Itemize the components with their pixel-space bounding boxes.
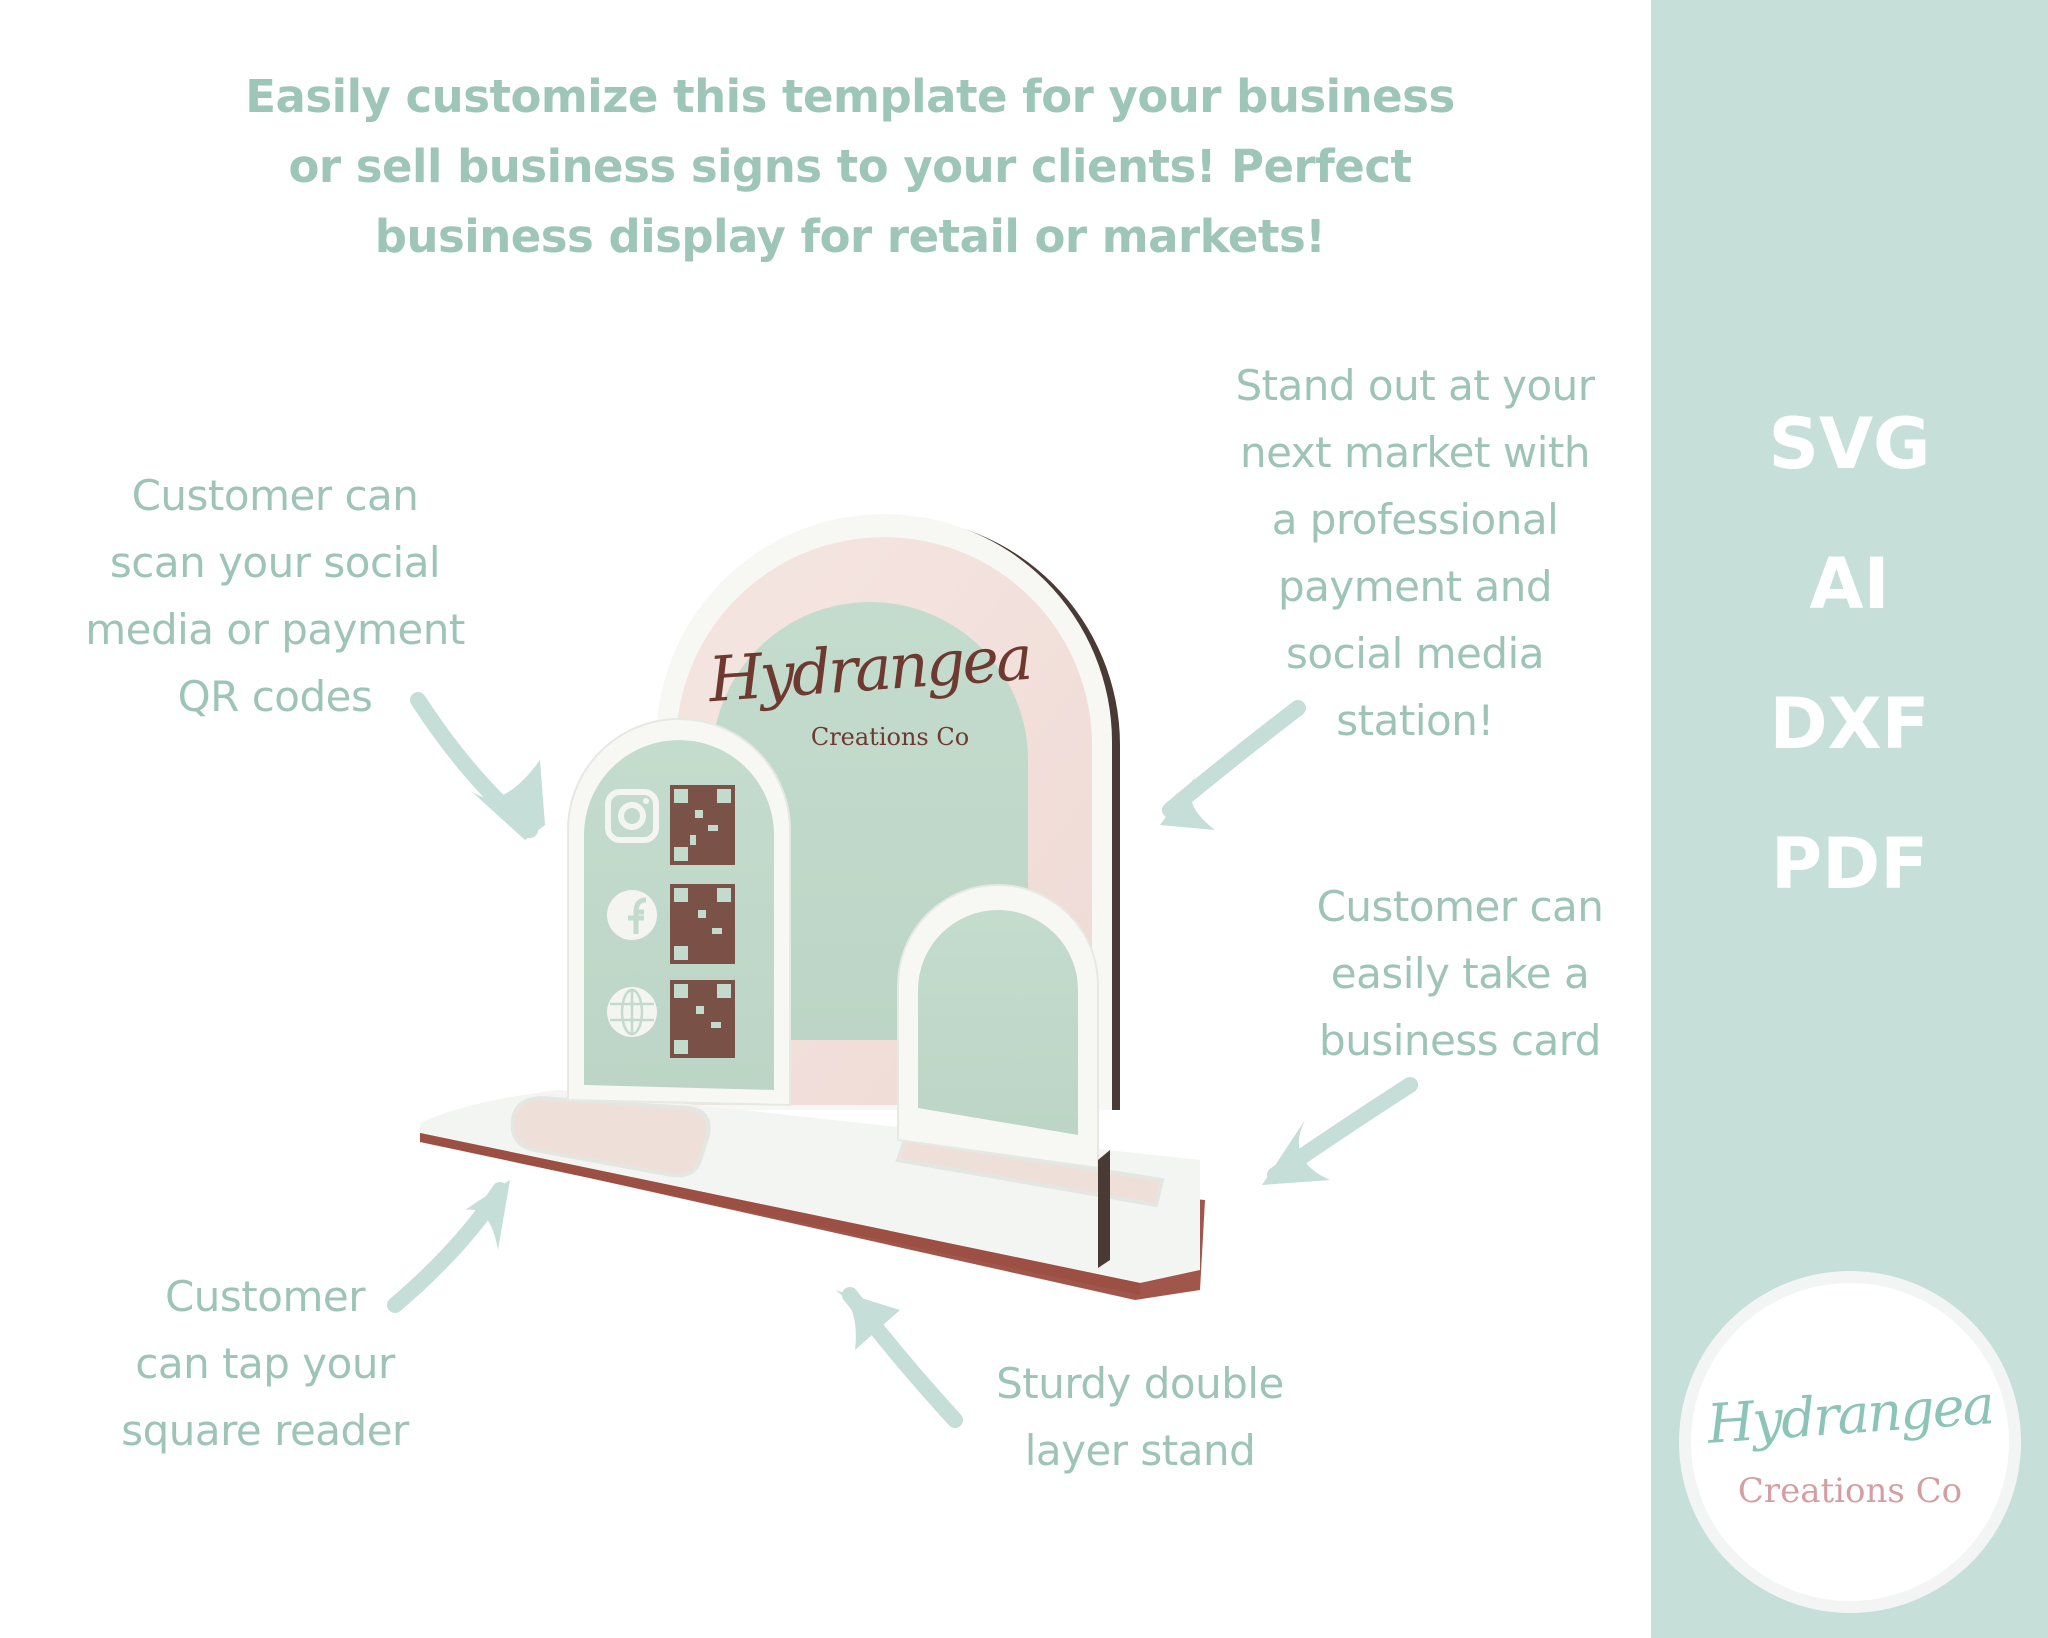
callout-line: scan your social [109, 538, 441, 587]
callout-line: station! [1336, 696, 1494, 745]
callout-line: payment and [1278, 562, 1552, 611]
brand-logo: Hydrangea Creations Co [1691, 1283, 2009, 1601]
format-pdf: PDF [1770, 823, 1929, 905]
logo-subtitle: Creations Co [1737, 1471, 1963, 1511]
headline-line: Easily customize this template for your … [245, 70, 1455, 123]
qr-arch-sign [567, 718, 791, 1107]
callout-line: Customer can [1316, 882, 1604, 931]
logo-script: Hydrangea [1705, 1373, 1995, 1456]
format-dxf: DXF [1769, 683, 1930, 765]
callout-square-reader: Customer can tap your square reader [95, 1263, 435, 1464]
format-ai: AI [1809, 543, 1890, 625]
callout-line: Stand out at your [1235, 361, 1595, 410]
callout-line: easily take a [1330, 949, 1590, 998]
callout-line: QR codes [177, 672, 373, 721]
callout-qr-codes: Customer can scan your social media or p… [60, 462, 490, 730]
callout-stand-out: Stand out at your next market with a pro… [1205, 352, 1625, 754]
headline: Easily customize this template for your … [150, 62, 1550, 272]
sign-subtitle: Creations Co [811, 723, 969, 751]
callout-line: media or payment [85, 605, 465, 654]
callout-line: next market with [1240, 428, 1590, 477]
product-illustration: Hydrangea Creations Co [420, 514, 1205, 1300]
qr-code-facebook [670, 884, 735, 964]
format-svg: SVG [1768, 403, 1931, 485]
callout-line: social media [1286, 629, 1544, 678]
callout-business-card: Customer can easily take a business card [1290, 873, 1630, 1074]
business-card-arch [897, 884, 1110, 1268]
callout-line: business card [1319, 1016, 1601, 1065]
callout-line: Sturdy double [996, 1359, 1284, 1408]
qr-code-instagram [670, 785, 735, 865]
facebook-icon [607, 890, 657, 940]
callout-line: can tap your [135, 1339, 395, 1388]
main-area: Easily customize this template for your … [60, 62, 1630, 1484]
callout-line: Customer [164, 1272, 366, 1321]
globe-icon [607, 987, 657, 1037]
qr-code-website [670, 980, 735, 1058]
callout-line: a professional [1271, 495, 1559, 544]
callout-line: square reader [121, 1406, 409, 1455]
headline-line: or sell business signs to your clients! … [288, 140, 1412, 193]
headline-line: business display for retail or markets! [374, 210, 1326, 263]
base-stand [420, 1090, 1205, 1300]
arrows-layer [387, 692, 1418, 1428]
callout-line: Customer can [131, 471, 419, 520]
callout-line: layer stand [1024, 1426, 1256, 1475]
instagram-icon [605, 789, 659, 843]
callout-double-layer: Sturdy double layer stand [960, 1350, 1320, 1484]
